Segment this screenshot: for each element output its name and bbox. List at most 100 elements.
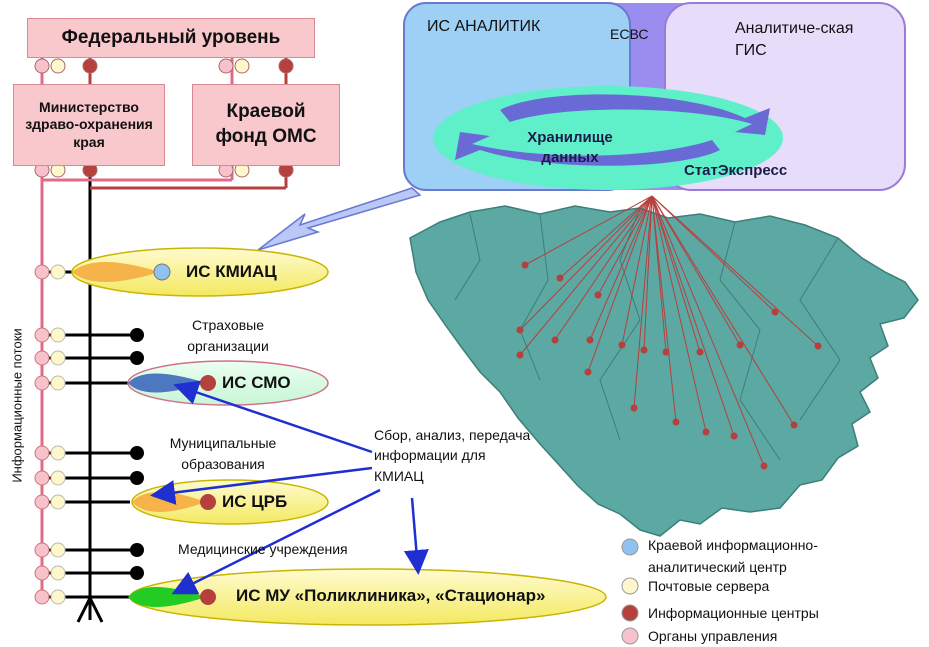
map-info-center-dot [551,336,559,344]
map-link-line [651,195,701,353]
map-info-center-dot [814,342,822,350]
kmiac-wedge [72,262,160,282]
governance-dot [34,350,50,366]
map-link-line [651,195,735,437]
arrow-to-mu-left [171,488,381,595]
map-link-line [651,195,707,433]
warehouse-label: Хранилище данных [527,129,613,166]
legend-info-centers: Информационные центры [648,605,819,621]
mail-server-dot [50,589,66,605]
governance-dot [34,589,50,605]
map-info-center-dot [760,462,768,470]
analytik-block [403,2,906,191]
endpoint-dot [130,328,144,342]
mail-server-dot [50,470,66,486]
map-link-line [554,195,653,341]
map-info-center-dot [702,428,710,436]
map-info-center-dot [586,336,594,344]
legend-governance: Органы управления [648,628,778,644]
map-info-center-dot [696,348,704,356]
map-link-line [651,195,795,426]
black-leg-right [88,597,104,623]
endpoint-dot [130,566,144,580]
kmiac-label: ИС КМИАЦ [186,262,277,281]
governance-dot [34,264,50,280]
ministry-label: Министерство здраво-охранения края [25,98,153,150]
map-info-center-dot [584,368,592,376]
endpoint-dot [130,543,144,557]
legend-kmiac: Краевой информационно-аналитический цент… [648,537,818,575]
map-info-center-dot [672,418,680,426]
legend-marker [621,627,639,645]
crb-center-dot [200,494,216,510]
map-link-line [621,195,653,346]
is-analitik-label: ИС АНАЛИТИК [427,18,541,35]
endpoint-dot [130,446,144,460]
map-info-center-dot [771,308,779,316]
ministry-box: Министерство здраво-охранения края [13,84,165,166]
map-link-line [651,195,741,346]
box-connector-dot [34,58,50,74]
map-link-line [633,195,653,409]
mail-server-dot [50,542,66,558]
governance-dot [34,565,50,581]
map-link-line [559,195,653,279]
medical-group-label: Медицинские учреждения [178,541,348,557]
mu-center-dot [200,589,216,605]
map-info-center-dot [618,341,626,349]
collection-arrows [150,380,429,595]
crb-label: ИС ЦРБ [222,492,288,511]
map-link-line [651,195,776,313]
legend-marker [621,604,639,622]
mail-server-dot [50,445,66,461]
mu-label: ИС МУ «Поликлиника», «Стационар» [236,586,546,605]
gis-label: Аналитиче-ская ГИС [735,20,854,59]
map-link-line [587,195,653,373]
box-connector-dot [50,58,66,74]
black-leg-left [76,597,92,623]
box-connector-dot [82,58,98,74]
map-link-line [651,195,765,467]
map-info-center-dot [736,341,744,349]
map-link-line [597,195,653,296]
map-link-line [651,195,819,347]
map-link-line [524,195,653,266]
arrow-to-smo [173,380,373,454]
arrow-to-crb [150,466,373,505]
legend-marker [621,577,639,595]
governance-dot [34,494,50,510]
map-link-line [651,195,677,423]
governance-dot [34,375,50,391]
mail-server-dot [50,494,66,510]
map-link-line [589,195,653,341]
map-info-center-dot [730,432,738,440]
box-connector-dot [218,58,234,74]
legend-marker [621,538,639,556]
governance-dot [34,327,50,343]
map-info-center-dot [516,351,524,359]
legend-mail: Почтовые сервера [648,578,770,594]
esvs-label: ЕСВС [610,26,649,42]
map-info-center-dot [662,348,670,356]
arrow-to-mu-down [403,497,429,575]
map-link-line [519,195,653,356]
box-connector-dot [234,58,250,74]
map-info-center-dot [594,291,602,299]
map-info-center-dot [521,261,529,269]
connector-rows [34,58,294,605]
map-info-center-dot [790,421,798,429]
box-connector-dot [278,58,294,74]
governance-dot [34,470,50,486]
insurance-group-label: Страховые организации [187,317,269,354]
callout-arrow-to-kmiac [257,187,422,251]
statexpress-label: СтатЭкспресс [684,162,788,179]
map-link-line [519,195,653,331]
smo-label: ИС СМО [222,373,291,392]
endpoint-dot [130,471,144,485]
federal-level-box: Федеральный уровень [27,18,315,58]
governance-dot [34,445,50,461]
mail-server-dot [50,565,66,581]
map-info-center-dot [630,404,638,412]
node-kmiac[interactable] [71,247,329,297]
